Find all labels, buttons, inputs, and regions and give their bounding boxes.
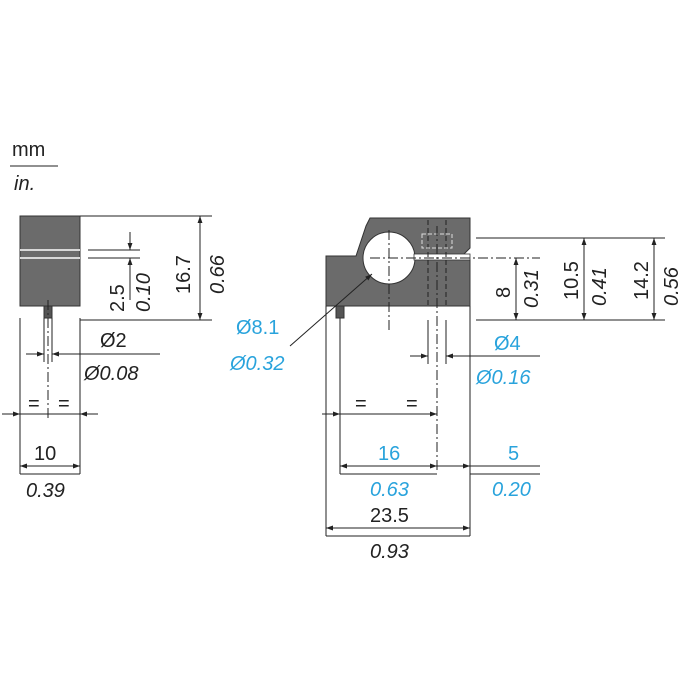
dim-mid-height-in: 0.41 bbox=[589, 267, 611, 306]
units-mm: mm bbox=[12, 139, 45, 161]
dim-mid-height-mm: 10.5 bbox=[561, 261, 583, 300]
dim-edge-mm: 5 bbox=[508, 443, 519, 465]
front-view: 8 0.31 10.5 0.41 14.2 0.56 Ø8.1 Ø0.32 Ø4… bbox=[229, 217, 683, 563]
dim-width-mm: 10 bbox=[34, 443, 56, 465]
dim-bore-height-mm: 8 bbox=[493, 287, 515, 298]
side-view: 2.5 0.10 16.7 0.66 Ø2 Ø0.08 = = 10 0.39 bbox=[2, 215, 229, 502]
dim-offset-mm: 2.5 bbox=[107, 284, 129, 312]
dim-pin-in: Ø0.08 bbox=[83, 363, 138, 385]
dim-total-width-in: 0.93 bbox=[370, 541, 409, 563]
dim-total-width-mm: 23.5 bbox=[370, 505, 409, 527]
dim-spacing-in: 0.63 bbox=[370, 479, 409, 501]
units-legend: mm in. bbox=[10, 139, 58, 195]
dim-screw-in: Ø0.16 bbox=[475, 367, 531, 389]
bore-leader bbox=[289, 273, 373, 347]
units-inch: in. bbox=[14, 173, 35, 195]
front-pin bbox=[335, 305, 345, 319]
dim-height-in: 0.66 bbox=[207, 254, 229, 294]
side-equal-1: = bbox=[28, 393, 40, 415]
dim-offset-in: 0.10 bbox=[133, 273, 155, 312]
dim-total-height-in: 0.56 bbox=[661, 266, 683, 306]
dim-spacing-mm: 16 bbox=[378, 443, 400, 465]
dim-bore-mm: Ø8.1 bbox=[236, 317, 279, 339]
dim-width-in: 0.39 bbox=[26, 480, 65, 502]
front-equal-2: = bbox=[406, 393, 418, 415]
side-equal-2: = bbox=[58, 393, 70, 415]
front-equal-1: = bbox=[355, 393, 367, 415]
dim-bore-height-in: 0.31 bbox=[521, 269, 543, 308]
dim-bore-in: Ø0.32 bbox=[229, 353, 284, 375]
dim-total-height-mm: 14.2 bbox=[631, 261, 653, 300]
side-body bbox=[19, 215, 81, 307]
dim-edge-in: 0.20 bbox=[492, 479, 531, 501]
dim-screw-mm: Ø4 bbox=[494, 333, 521, 355]
dim-pin-mm: Ø2 bbox=[100, 330, 127, 352]
clamp-slot bbox=[413, 253, 471, 261]
dim-height-mm: 16.7 bbox=[173, 255, 195, 294]
